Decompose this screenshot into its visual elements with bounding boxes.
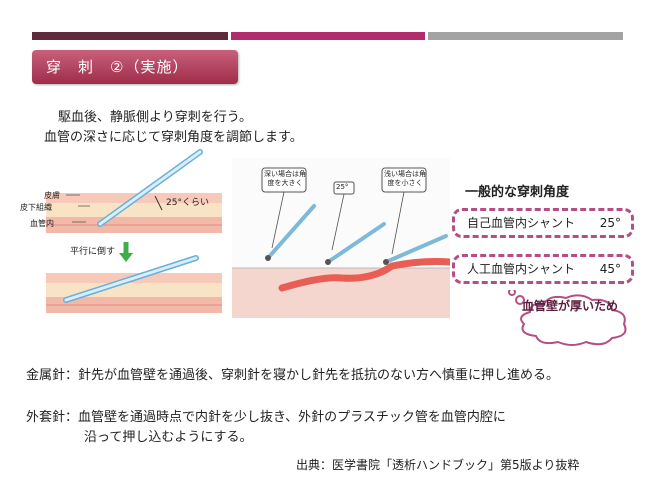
shunt-box-graft: 人工血管内シャント 45°	[452, 254, 634, 284]
source-citation: 出典：医学書院「透析ハンドブック」第5版より抜粋	[296, 458, 580, 472]
depth-angle-diagram	[232, 158, 450, 318]
shunt-value-native: 25°	[599, 216, 621, 230]
layer-label-vessel: 血管内	[30, 219, 54, 228]
parallel-instruction: 平行に倒す	[70, 247, 116, 257]
layer-label-subcutaneous: 皮下組織	[20, 203, 52, 212]
shunt-label-graft: 人工血管内シャント	[467, 262, 576, 276]
header-bar-dark	[32, 32, 228, 40]
note-thick-wall: 血管壁が厚いため	[521, 299, 618, 313]
outer-needle-text-1: 外套針：血管壁を通過時点で内針を少し抜き、外針のプラスチック管を血管内腔に	[26, 410, 506, 425]
general-angle-heading: 一般的な穿刺角度	[465, 185, 570, 200]
note-cloud	[508, 290, 627, 346]
outer-needle-text-2: 沿って押し込むようにする。	[84, 430, 253, 445]
shunt-value-graft: 45°	[599, 262, 621, 276]
slide-title: 穿 刺 ②（実施）	[32, 50, 238, 84]
callout-25deg: 25°	[336, 183, 349, 191]
callout-shallow: 浅い場合は角度を小さく	[384, 170, 426, 187]
metal-needle-text: 金属針：針先が血管壁を通過後、穿刺針を寝かし針先を抵抗のない方へ慎重に押し進める…	[26, 368, 560, 383]
callout-deep: 深い場合は角度を大きく	[264, 170, 306, 187]
layer-label-skin: 皮膚	[44, 191, 60, 200]
angle-label: 25°くらい	[166, 198, 209, 208]
header-bar-magenta	[231, 32, 425, 40]
header-bar-grey	[428, 32, 623, 40]
needle-insertion-diagram	[46, 149, 222, 313]
shunt-label-native: 自己血管内シャント	[467, 216, 576, 230]
intro-line-2: 血管の深さに応じて穿刺角度を調節します。	[44, 130, 303, 145]
shunt-box-native: 自己血管内シャント 25°	[452, 208, 634, 238]
intro-line-1: 駆血後、静脈側より穿刺を行う。	[58, 110, 252, 125]
